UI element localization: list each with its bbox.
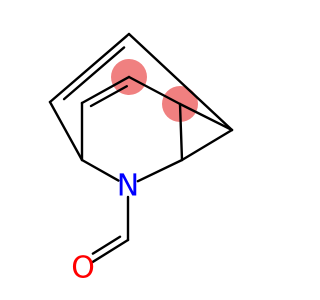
bond-c3-c4-second [62,46,126,101]
bond-c10-o11 [91,238,130,264]
atom-labels: NO [71,169,139,286]
bond-c9-c5 [178,102,234,132]
bond-c6-n1 [136,158,184,183]
bond-c5-c6 [180,128,234,162]
bond-n1-c2 [80,158,120,182]
bonds [48,32,234,264]
atom-label-n1: N [117,169,139,204]
atom-label-o11: O [71,251,95,286]
bond-c2-c3 [48,100,84,162]
bond-c7-c8-second [89,85,128,108]
bond-c9-c6 [178,102,184,162]
bond-c10-o11-second [91,235,122,255]
molecule-diagram: NO [48,32,234,286]
bond-c4-c5 [127,32,234,132]
bond-c8-c9 [127,75,182,106]
bond-c3-c4 [48,32,131,104]
bond-c7-c8 [80,75,131,105]
